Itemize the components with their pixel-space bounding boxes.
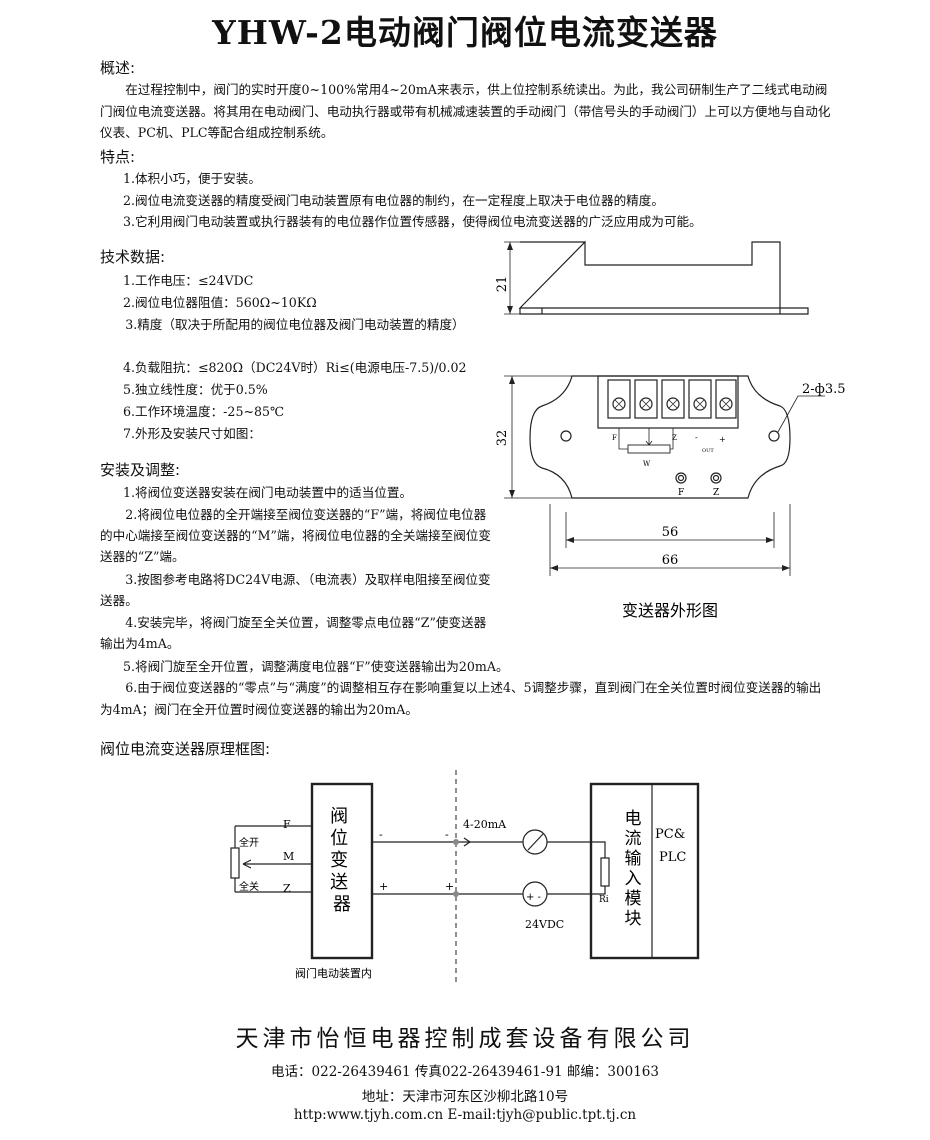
transmitter-label: 阀 位 变 送 器 bbox=[330, 806, 354, 915]
plus-sign: + bbox=[445, 880, 454, 893]
address-line: 地址：天津市河东区沙柳北路10号 bbox=[361, 1089, 569, 1105]
tech-item: 1.工作电压：≤24VDC bbox=[123, 273, 254, 288]
web-line: http:www.tjyh.com.cn E-mail:tjyh@public.… bbox=[293, 1107, 637, 1123]
full-open-label: 全开 bbox=[239, 836, 259, 849]
resistor-icon bbox=[600, 857, 610, 887]
contact-line: 电话：022-26439461 传真022-26439461-91 邮编：300… bbox=[271, 1064, 659, 1080]
minus-sign: - bbox=[379, 828, 383, 841]
pot-f-label: F bbox=[678, 488, 684, 498]
transmitter-char: 送 bbox=[330, 872, 348, 893]
supply-icon bbox=[522, 881, 548, 907]
terminal-label: + bbox=[719, 435, 726, 444]
supply-label: 24VDC bbox=[525, 918, 564, 931]
transmitter-char: 器 bbox=[333, 894, 351, 915]
pin-m: M bbox=[283, 850, 294, 863]
current-label: 4-20mA bbox=[463, 818, 507, 831]
feature-item: 2.阀位电流变送器的精度受阀门电动装置原有电位器的制约，在一定程度上取决于电位器… bbox=[123, 193, 664, 208]
tech-heading: 技术数据: bbox=[100, 248, 166, 266]
outline-caption: 变送器外形图 bbox=[622, 601, 718, 620]
terminal-label: - bbox=[695, 433, 698, 442]
module-label: 电流输入模块 bbox=[625, 809, 642, 929]
features-heading: 特点: bbox=[100, 148, 136, 166]
terminal-label: Z bbox=[672, 434, 677, 442]
minus-sign: - bbox=[445, 828, 449, 841]
pin-f: F bbox=[283, 818, 291, 831]
company-name: 天津市怡恒电器控制成套设备有限公司 bbox=[235, 1026, 695, 1052]
out-label: OUT bbox=[702, 448, 714, 454]
dim-top-height: 32 bbox=[495, 430, 510, 447]
pot-z-label: Z bbox=[713, 488, 719, 498]
outline-drawing: 21 32 56 66 2-ф3.5 F W Z - + OUT F Z 变送器… bbox=[495, 240, 846, 620]
tech-item: 4.负载阻抗：≤820Ω（DC24V时）Ri≤(电源电压-7.5)/0.02 bbox=[123, 360, 467, 375]
side-view-body bbox=[518, 240, 781, 309]
plc-label-2: PLC bbox=[659, 850, 686, 865]
transmitter-char: 阀 bbox=[330, 806, 348, 827]
install-item: 5.将阀门旋至全开位置，调整满度电位器“F”使变送器输出为20mA。 bbox=[123, 659, 509, 674]
install-item: 3.按图参考电路将DC24V电源、（电流表）及取样电阻接至阀位变送器。 bbox=[100, 572, 491, 608]
valve-side-label: 阀门电动装置内 bbox=[295, 966, 372, 980]
pin-z: Z bbox=[283, 882, 291, 895]
install-item: 4.安装完毕，将阀门旋至全关位置，调整零点电位器“Z”使变送器输出为4mA。 bbox=[100, 615, 487, 651]
page-title: YHW-2电动阀门阀位电流变送器 bbox=[212, 13, 718, 52]
tech-item: 5.独立线性度：优于0.5% bbox=[123, 382, 268, 397]
overview-text: 在过程控制中，阀门的实时开度0~100%常用4~20mA来表示，供上位控制系统读… bbox=[100, 82, 831, 140]
block-diagram: 阀 位 变 送 器 电流输入模块 PC& PLC 全开 全关 F M Z - -… bbox=[230, 770, 700, 982]
terminal-label: F bbox=[612, 434, 617, 442]
module-box bbox=[589, 782, 700, 960]
plus-sign: + bbox=[379, 880, 388, 893]
ri-label: Ri bbox=[599, 895, 609, 905]
block-heading: 阀位电流变送器原理框图: bbox=[100, 740, 271, 758]
full-close-label: 全关 bbox=[239, 880, 259, 893]
tech-item: 6.工作环境温度：-25~85℃ bbox=[123, 404, 285, 419]
top-view-body bbox=[529, 375, 791, 499]
feature-item: 1.体积小巧，便于安装。 bbox=[123, 171, 261, 186]
ammeter-icon bbox=[522, 829, 548, 855]
feature-item: 3.它利用阀门电动装置或执行器装有的电位器作位置传感器，使得阀位电流变送器的广泛… bbox=[123, 214, 702, 229]
plc-label: PC& bbox=[655, 827, 685, 842]
transmitter-char: 变 bbox=[330, 850, 348, 871]
overview-heading: 概述: bbox=[100, 59, 136, 77]
install-item: 2.将阀位电位器的全开端接至阀位变送器的“F”端，将阀位电位器的中心端接至阀位变… bbox=[100, 507, 491, 564]
dim-outer-width: 66 bbox=[662, 553, 679, 568]
tech-item: 7.外形及安装尺寸如图： bbox=[123, 426, 261, 441]
hole-label: 2-ф3.5 bbox=[802, 382, 846, 397]
install-item: 1.将阀位变送器安装在阀门电动装置中的适当位置。 bbox=[123, 485, 413, 500]
terminal-label: W bbox=[643, 460, 651, 468]
install-heading: 安装及调整: bbox=[100, 461, 181, 479]
transmitter-char: 位 bbox=[330, 828, 348, 849]
transmitter-box bbox=[310, 782, 374, 960]
dim-side-height: 21 bbox=[495, 276, 510, 293]
dim-inner-width: 56 bbox=[662, 525, 679, 540]
supply-signs: + - bbox=[526, 892, 541, 903]
tech-item: 3.精度（取决于所配用的阀位电位器及阀门电动装置的精度） bbox=[125, 317, 465, 332]
tech-item: 2.阀位电位器阻值：560Ω~10KΩ bbox=[123, 295, 317, 310]
install-item: 6.由于阀位变送器的“零点”与“满度”的调整相互存在影响重复以上述4、5调整步骤… bbox=[100, 680, 822, 717]
